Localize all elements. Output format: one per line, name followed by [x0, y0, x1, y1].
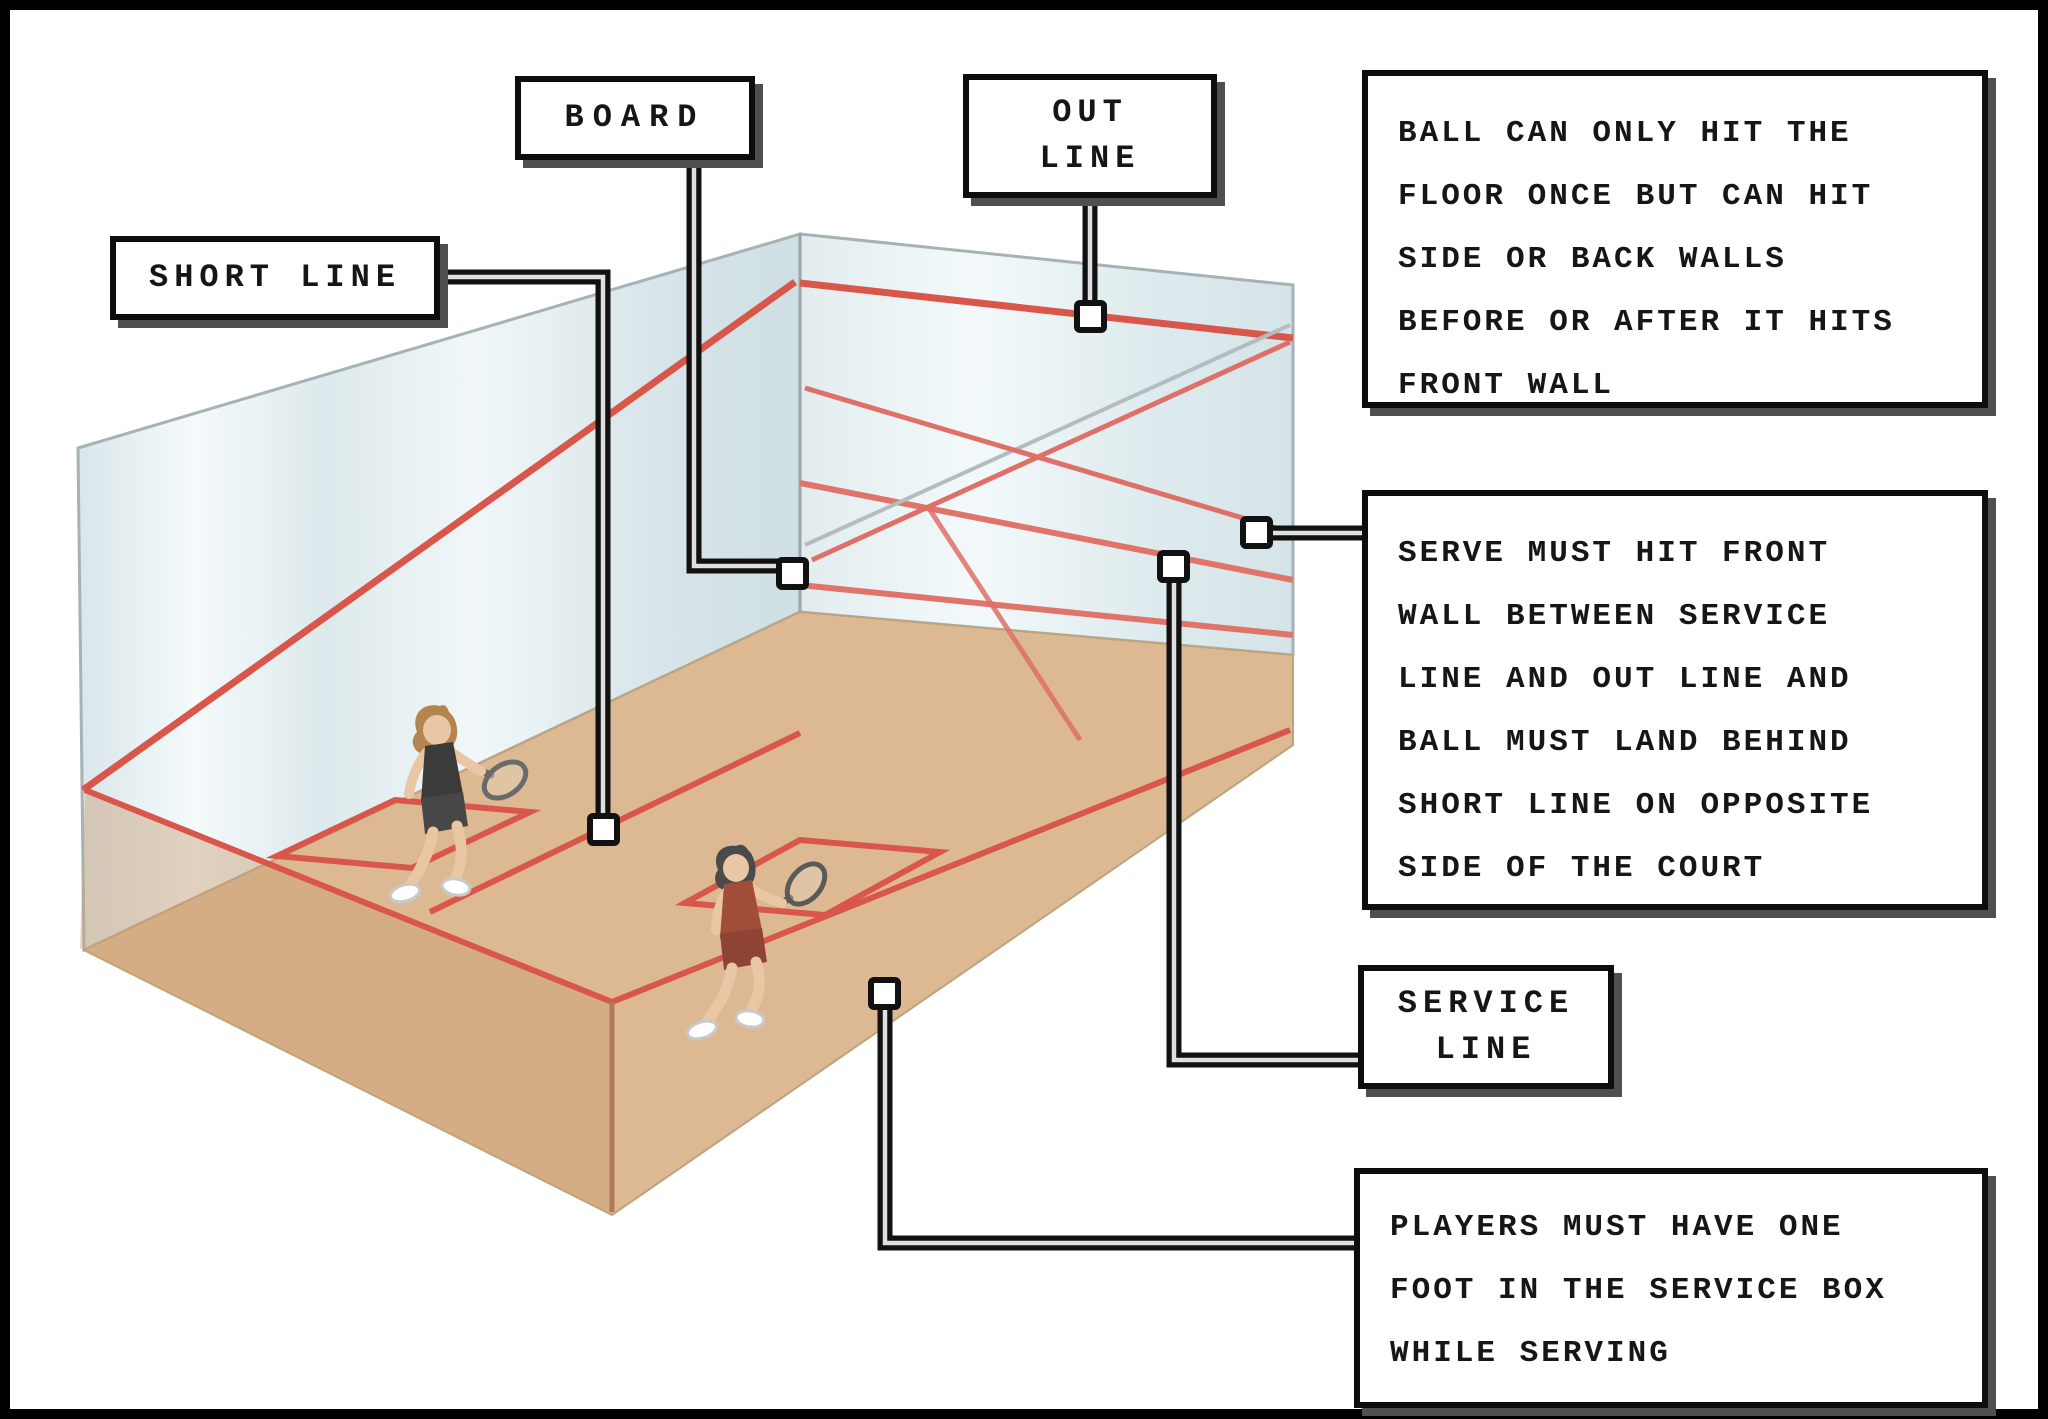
service-line-label-text-1: SERVICE: [1397, 985, 1575, 1022]
serve-rule-line-4: BALL MUST LAND BEHIND: [1398, 725, 1852, 760]
floor-shade: [80, 792, 612, 1215]
serve-rule-line-6: SIDE OF THE COURT: [1398, 851, 1766, 886]
glass-wall-base-line: [927, 508, 1083, 742]
players-rule-line-3: WHILE SERVING: [1390, 1336, 1671, 1371]
out-line-side-wall: [80, 279, 798, 793]
ball-rule-line-2: FLOOR ONCE BUT CAN HIT: [1398, 179, 1874, 214]
player-right: [686, 844, 828, 1041]
service-line-connector: [1157, 550, 1190, 583]
short-line-connector: [587, 813, 620, 846]
serve-rule-connector: [1240, 516, 1273, 549]
board-label: BOARD: [515, 76, 755, 160]
ball-rule-line-4: BEFORE OR AFTER IT HITS: [1398, 305, 1895, 340]
serve-rule-line-3: LINE AND OUT LINE AND: [1398, 662, 1852, 697]
players-rule-connector: [868, 977, 901, 1010]
out-line-label: OUT LINE: [963, 74, 1217, 198]
floor: [81, 610, 1294, 1217]
out-line-connector: [1074, 300, 1107, 333]
floor-line-back-left: [83, 787, 614, 1005]
ball-rule-line-3: SIDE OR BACK WALLS: [1398, 242, 1787, 277]
glass-wall-top-edge: [804, 323, 1291, 547]
glass-wall-out-line: [810, 339, 1292, 563]
short-line-label: SHORT LINE: [110, 236, 440, 320]
board-connector: [776, 557, 809, 590]
out-line-label-text-2: LINE: [1039, 140, 1141, 177]
service-line-label-text-2: LINE: [1435, 1031, 1537, 1068]
ball-rule-line-5: FRONT WALL: [1398, 368, 1615, 403]
ball-rule-box: BALL CAN ONLY HIT THE FLOOR ONCE BUT CAN…: [1362, 70, 1988, 408]
service-line-front-wall: [799, 480, 1294, 583]
out-line-front-wall: [799, 279, 1294, 342]
serve-rule-box: SERVE MUST HIT FRONT WALL BETWEEN SERVIC…: [1362, 490, 1988, 910]
players-rule-box: PLAYERS MUST HAVE ONE FOOT IN THE SERVIC…: [1354, 1168, 1988, 1408]
serve-rule-line-1: SERVE MUST HIT FRONT: [1398, 536, 1831, 571]
out-line-label-text-1: OUT: [1052, 94, 1128, 131]
players-rule-line-2: FOOT IN THE SERVICE BOX: [1390, 1273, 1887, 1308]
short-line-label-text: SHORT LINE: [148, 259, 402, 296]
glass-wall-mid-line: [804, 385, 1291, 535]
players-rule-line-1: PLAYERS MUST HAVE ONE: [1390, 1210, 1844, 1245]
service-box-left: [265, 796, 542, 872]
board-label-text: BOARD: [564, 99, 706, 136]
service-line-label: SERVICE LINE: [1358, 965, 1614, 1089]
leader-connectors: [587, 300, 1273, 1010]
serve-rule-line-5: SHORT LINE ON OPPOSITE: [1398, 788, 1874, 823]
player-left: [388, 705, 529, 904]
ball-rule-line-1: BALL CAN ONLY HIT THE: [1398, 116, 1852, 151]
serve-rule-line-2: WALL BETWEEN SERVICE: [1398, 599, 1831, 634]
leader-lines: [440, 158, 1362, 1251]
board-line-front-wall: [799, 582, 1294, 638]
